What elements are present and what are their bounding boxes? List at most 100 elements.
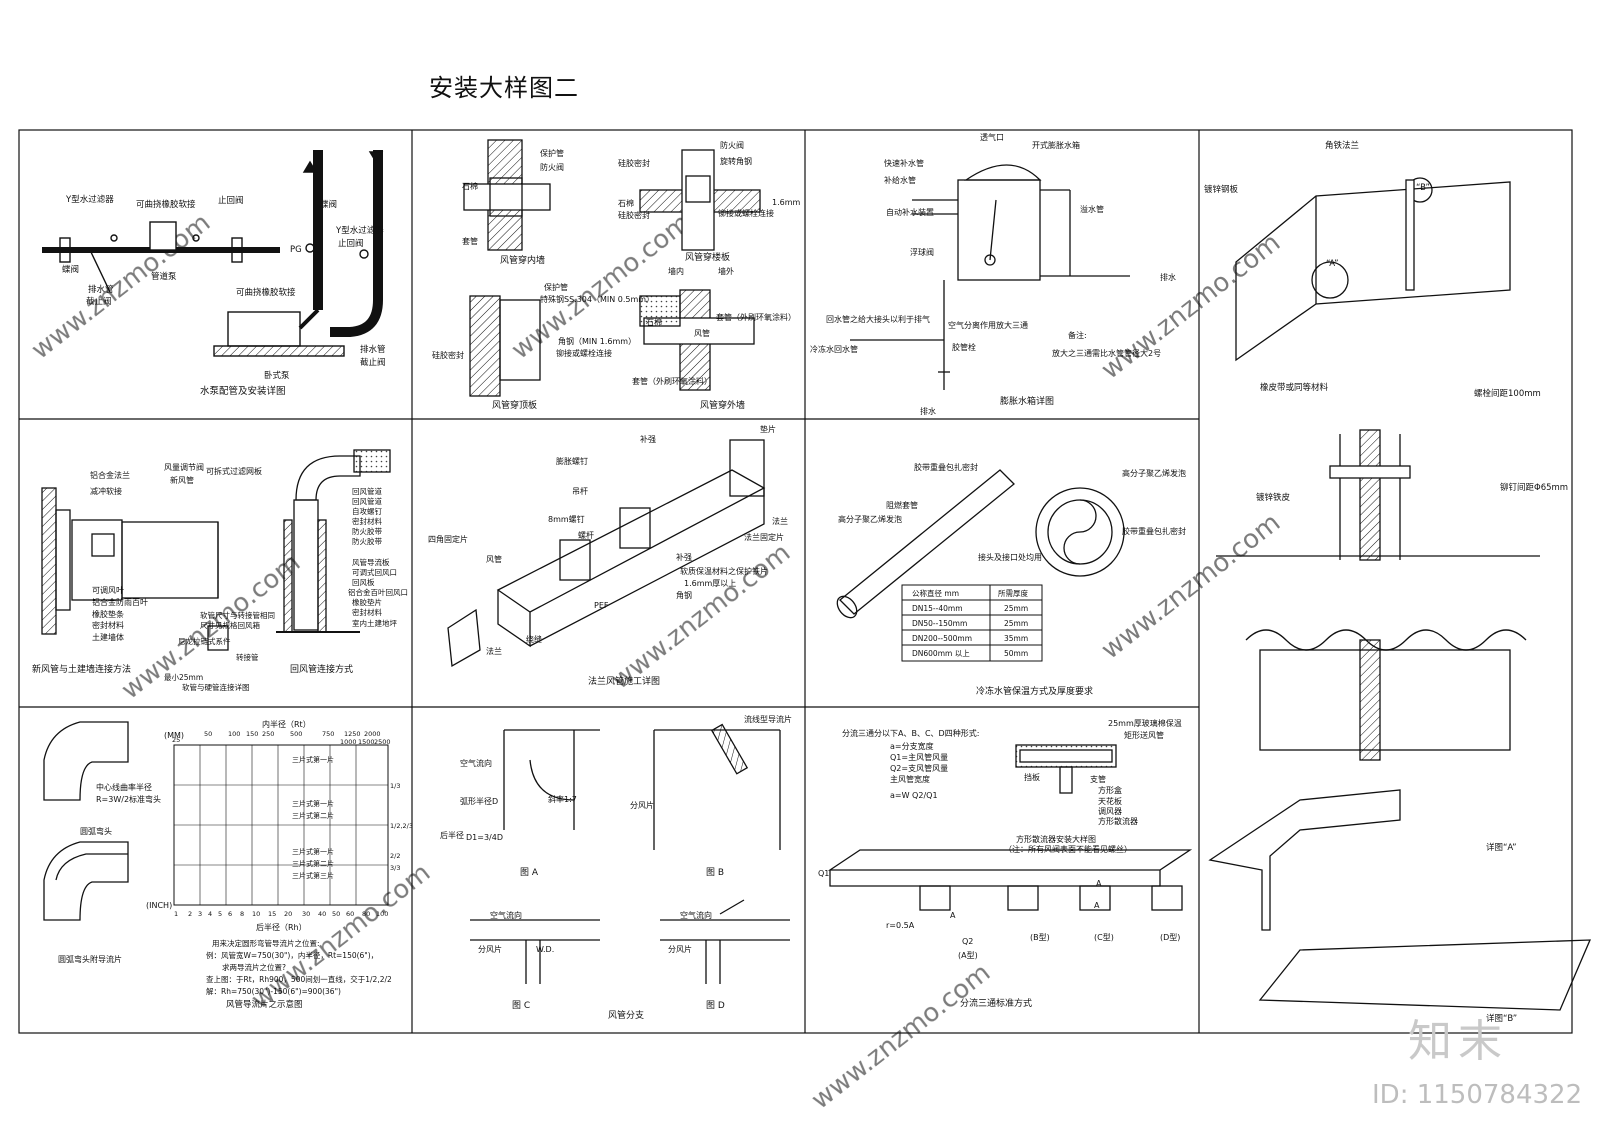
wall-caption: 风管穿内墙	[500, 254, 545, 266]
install-label: PEF	[594, 601, 609, 610]
branch-label: 流线型导流片	[744, 714, 792, 724]
mm-tick: 100	[228, 730, 240, 738]
elbow-notes: 用来决定圆形弯管导流片之位置: 例：风管宽W=750(30")，内半径，Rt=1…	[206, 938, 392, 1010]
split-mark: A	[1096, 879, 1102, 888]
split-label: 方形散流器	[1098, 816, 1138, 826]
table-header: 所需厚度	[998, 588, 1028, 598]
elbow-note: 查上图：于Rt，Rh900，500间划一直线，交于1/2,2/2	[206, 974, 392, 984]
flange-label: 详图“B”	[1486, 1013, 1517, 1024]
install-label: 法兰	[772, 516, 788, 526]
table-cell: DN50--150mm	[912, 619, 967, 628]
wall-caption: 风管穿楼板	[685, 251, 730, 263]
supply-label: 铝合金法兰	[90, 470, 130, 480]
elbow-note: 用来决定圆形弯管导流片之位置:	[212, 938, 320, 948]
branch-label: 空气流向	[490, 910, 522, 920]
install-label: 四角固定片	[428, 534, 468, 544]
install-label: 螺杆	[578, 530, 594, 540]
branch-label: 分风片	[668, 944, 692, 954]
ratio-tick: 1/2,2/3	[390, 822, 413, 830]
tank-label: 开式膨胀水箱	[1032, 140, 1080, 150]
watermark-brand: 知末	[1408, 1016, 1508, 1067]
inch-tick: 40	[318, 910, 326, 918]
mm-tick: 250	[262, 730, 274, 738]
inch-tick: 30	[302, 910, 310, 918]
elbow-label: 三片式第二片	[292, 859, 334, 868]
pump-label: 蝶阀	[320, 199, 337, 210]
branch-label: 空气流向	[460, 758, 492, 768]
wall-label: 旋转角钢	[720, 156, 752, 166]
watermark-tile: www.znzmo.com	[806, 958, 996, 1116]
watermark-id: ID: 1150784322	[1372, 1080, 1583, 1110]
split-label: 天花板	[1098, 796, 1122, 806]
elbow-label: 内半径（Rt）	[262, 719, 311, 729]
elbow-label: 中心线曲率半径	[96, 782, 152, 792]
branch-label: 后半径	[440, 830, 464, 840]
elbow-label: 圆弧弯头附导流片	[58, 954, 122, 964]
branch-label: D1=3/4D	[466, 833, 503, 842]
install-label: 1.6mm厚以上	[684, 579, 736, 588]
pump-label: 排水管	[88, 284, 114, 295]
mm-tick: 2500	[374, 738, 391, 746]
branch-caption: 风管分支	[608, 1009, 644, 1021]
split-mark: A	[1094, 901, 1100, 910]
panel-return-labels: 回风管道 回风管道 自攻螺钉 密封材料 防火胶带 防火胶带 风管导流板 可调式回…	[164, 486, 408, 692]
inch-tick: 80	[362, 910, 370, 918]
return-label: 尺寸见规格回风箱	[200, 620, 260, 630]
split-intro: 主风管宽度	[890, 774, 930, 784]
table-cell: 50mm	[1004, 649, 1028, 658]
mm-tick: 1250	[344, 730, 361, 738]
table-cell: DN200--500mm	[912, 634, 972, 643]
flange-label: 角铁法兰	[1325, 140, 1359, 151]
return-label: 回风管道	[352, 496, 382, 506]
tank-label: 备注:	[1068, 330, 1087, 340]
branch-label: 斜率1:7	[548, 794, 577, 804]
panel-install-labels: 垫片 补强 膨胀螺钉 吊杆 8mm螺钉 螺杆 法兰 法兰固定片 补强 软质保温材…	[428, 424, 788, 687]
pump-label: 卧式泵	[264, 370, 290, 381]
insul-label: 高分子聚乙烯发泡	[1122, 468, 1186, 478]
elbow-label: 三片式第二片	[292, 811, 334, 820]
inch-tick: 5	[218, 910, 222, 918]
tank-label: 透气口	[980, 132, 1004, 142]
split-label: 调风器	[1098, 807, 1122, 816]
wall-label: 1.6mm	[772, 198, 801, 207]
panel-supply-labels: 铝合金法兰 风量调节阀 可拆式过滤网板 新风管 减冲软接 可调风叶 铝合金防雨百…	[32, 463, 262, 675]
wall-label: 特殊钢SS.304（MIN 0.5mm）	[540, 294, 654, 304]
elbow-note: 求两导流片之位置?	[222, 962, 286, 972]
return-label: 最小25mm	[164, 673, 203, 682]
wall-label: 石棉	[646, 317, 662, 327]
inch-tick: 8	[240, 910, 244, 918]
panel-elbow-labels: 圆弧弯头 中心线曲率半径 R=3W/2标准弯头 圆弧弯头附导流片 (MM) (I…	[58, 719, 334, 964]
split-formula: a=W Q2/Q1	[890, 791, 938, 800]
wall-caption: 风管穿外墙	[700, 399, 745, 411]
return-label: 回风管道	[352, 486, 382, 496]
split-label: 矩形送风管	[1124, 730, 1164, 740]
install-label: 补强	[676, 552, 692, 562]
return-label: 密封材料	[352, 516, 382, 526]
return-label: 自攻螺钉	[352, 506, 382, 516]
tank-label: 排水	[920, 406, 936, 416]
split-label: 挡板	[1024, 772, 1040, 782]
panel-wall-detail	[463, 139, 761, 397]
pump-label: PG	[290, 245, 302, 255]
return-label: 铝合金百叶回风口	[348, 587, 408, 597]
supply-label: 可调风叶	[92, 586, 124, 595]
return-label: 风管导流板	[352, 557, 390, 567]
watermark-tile: www.znzmo.com	[1096, 228, 1286, 386]
split-type: (A型)	[958, 951, 978, 960]
elbow-label: 三片式第一片	[292, 847, 334, 856]
tank-label: 排水	[1160, 272, 1176, 282]
install-caption: 法兰风管施工详图	[588, 675, 660, 687]
return-label: 防火胶带	[352, 526, 382, 536]
panel-split-detail	[827, 744, 1193, 911]
watermark-tile: www.znzmo.com	[26, 208, 216, 366]
branch-label: 分风片	[630, 800, 654, 810]
split-caption: 分流三通标准方式	[960, 997, 1032, 1009]
flange-label: 镀锌钢板	[1204, 184, 1239, 195]
branch-label: 分风片	[478, 944, 502, 954]
split-intro: Q2=支风管风量	[890, 763, 948, 773]
pump-label: 可曲挠橡胶软接	[136, 199, 196, 210]
pump-label: 可曲挠橡胶软接	[236, 287, 296, 298]
flange-label: 橡皮带或同等材料	[1260, 382, 1329, 393]
mm-tick: 150	[246, 730, 258, 738]
outer-frame	[18, 129, 1573, 1034]
